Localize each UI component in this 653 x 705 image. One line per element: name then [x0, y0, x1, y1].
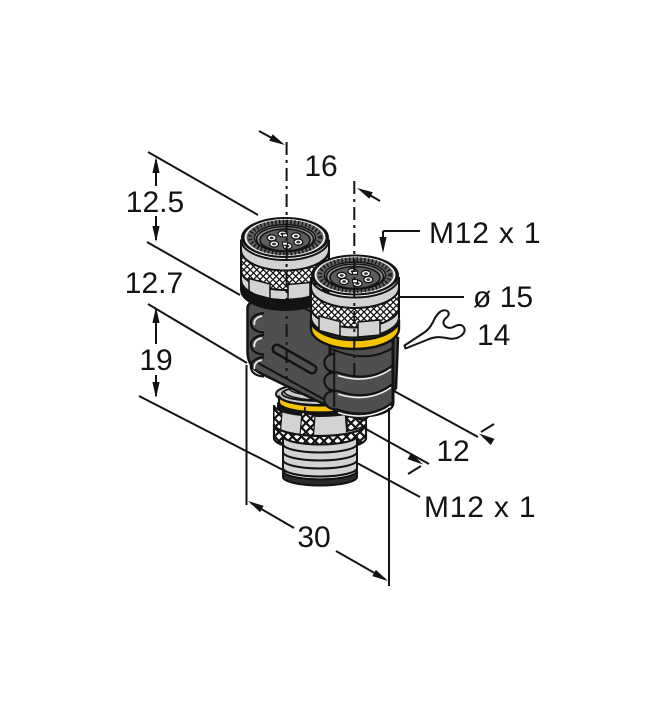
svg-text:M12 x 1: M12 x 1 [429, 217, 541, 250]
svg-text:12.7: 12.7 [125, 267, 183, 300]
svg-text:ø 15: ø 15 [473, 281, 533, 314]
svg-text:30: 30 [297, 521, 330, 554]
svg-text:19: 19 [139, 344, 172, 377]
svg-text:12: 12 [436, 435, 469, 468]
svg-text:M12 x 1: M12 x 1 [424, 491, 536, 524]
svg-text:12.5: 12.5 [126, 186, 184, 219]
svg-text:16: 16 [304, 150, 337, 183]
svg-text:14: 14 [477, 319, 510, 352]
